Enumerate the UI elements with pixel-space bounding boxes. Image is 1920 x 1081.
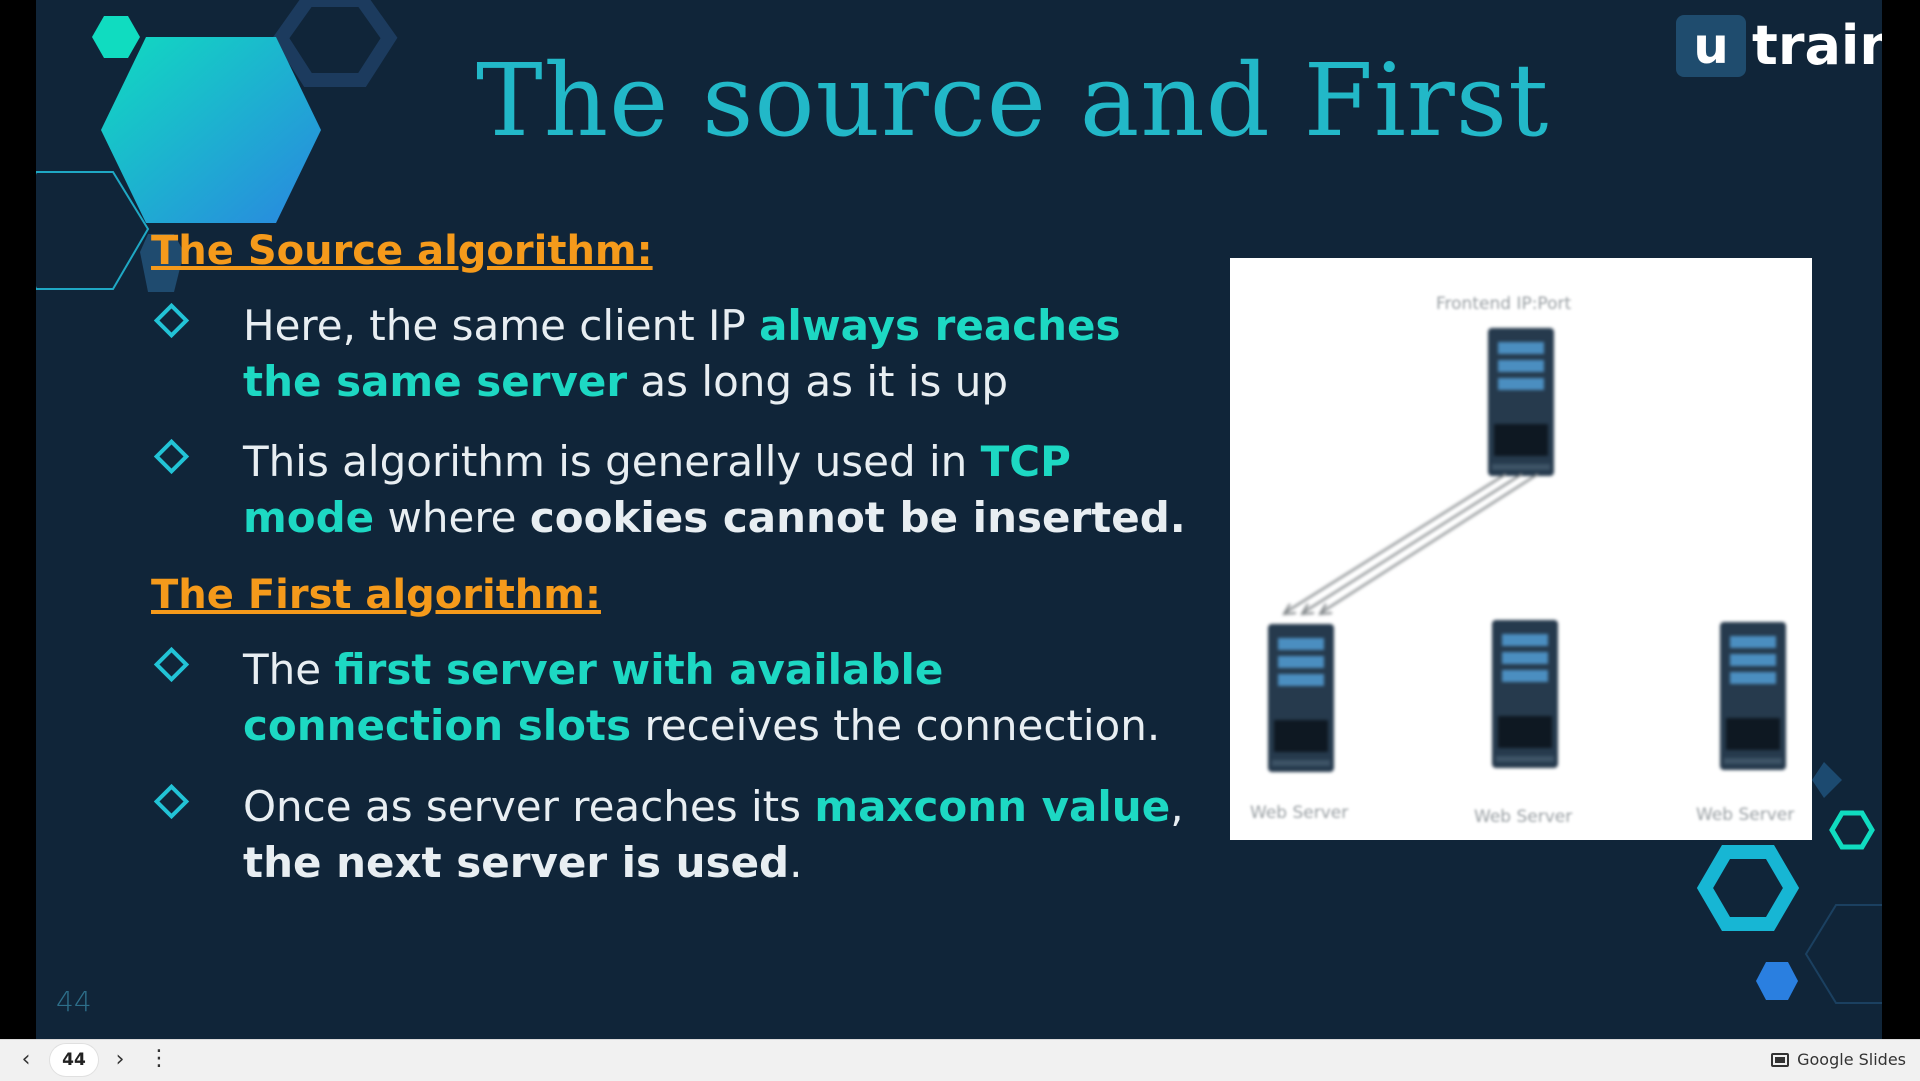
bullet-text: The first server with available connecti… xyxy=(243,645,1161,750)
hexagon-right-large-outline xyxy=(1696,845,1800,931)
google-slides-brand[interactable]: Google Slides xyxy=(1771,1050,1906,1069)
hexagon-right-small-outline xyxy=(1829,810,1875,850)
brand-label: Google Slides xyxy=(1797,1050,1906,1069)
source-algorithm-heading: The Source algorithm: xyxy=(151,228,653,274)
diamond-bullet-icon xyxy=(153,302,190,339)
web-server-icon xyxy=(1268,624,1334,772)
utrain-logo: u train xyxy=(1676,14,1882,77)
web-server-label: Web Server xyxy=(1250,803,1349,823)
hexagon-decorations xyxy=(36,0,1882,1004)
diagram-graphics xyxy=(1268,328,1786,772)
presentation-toolbar: ‹ 44 › ⋮ Google Slides xyxy=(0,1039,1920,1081)
hexagon-outline-top xyxy=(272,0,398,87)
bullet-text: This algorithm is generally used in TCP … xyxy=(243,437,1186,542)
connection-arrows xyxy=(1282,473,1539,616)
slide-title: The source and First xyxy=(476,42,1550,159)
logo-text: train xyxy=(1752,14,1882,77)
hexagon-right-thin-outline xyxy=(1804,904,1882,1004)
load-balancer-diagram: Frontend IP:Port Web Server Web Server W… xyxy=(1230,258,1812,840)
bullet-text: Once as server reaches its maxconn value… xyxy=(243,782,1184,887)
hexagon-right-dark xyxy=(1812,762,1842,798)
web-server-icon xyxy=(1720,622,1786,770)
hexagon-outline-left xyxy=(36,171,150,290)
web-server-label: Web Server xyxy=(1696,805,1795,825)
page-number-input[interactable]: 44 xyxy=(50,1044,98,1076)
slide: The source and First u train The Source … xyxy=(36,0,1882,1039)
hexagon-large-gradient xyxy=(101,37,321,223)
hexagon-dark-left xyxy=(140,234,184,292)
bullet-source-2: This algorithm is generally used in TCP … xyxy=(151,434,1191,546)
hexagon-small-teal xyxy=(92,16,140,58)
frontend-server-icon xyxy=(1488,328,1554,476)
bullet-first-2: Once as server reaches its maxconn value… xyxy=(151,779,1191,891)
diamond-bullet-icon xyxy=(153,438,190,475)
web-server-label: Web Server xyxy=(1474,807,1573,827)
bullet-text: Here, the same client IP always reaches … xyxy=(243,301,1121,406)
logo-mark: u xyxy=(1676,14,1746,77)
first-algorithm-heading: The First algorithm: xyxy=(151,572,601,618)
chevron-left-icon[interactable]: ‹ xyxy=(21,1047,31,1072)
diamond-bullet-icon xyxy=(153,646,190,683)
hexagon-right-blue xyxy=(1756,962,1798,1000)
chevron-right-icon[interactable]: › xyxy=(115,1047,125,1072)
slide-page-number: 44 xyxy=(56,985,92,1018)
bullet-source-1: Here, the same client IP always reaches … xyxy=(151,298,1191,410)
bullet-first-1: The first server with available connecti… xyxy=(151,642,1191,754)
frontend-label: Frontend IP:Port xyxy=(1436,294,1572,314)
web-server-icon xyxy=(1492,620,1558,768)
slides-icon xyxy=(1771,1052,1790,1067)
diamond-bullet-icon xyxy=(153,783,190,820)
more-vertical-icon[interactable]: ⋮ xyxy=(148,1046,170,1071)
